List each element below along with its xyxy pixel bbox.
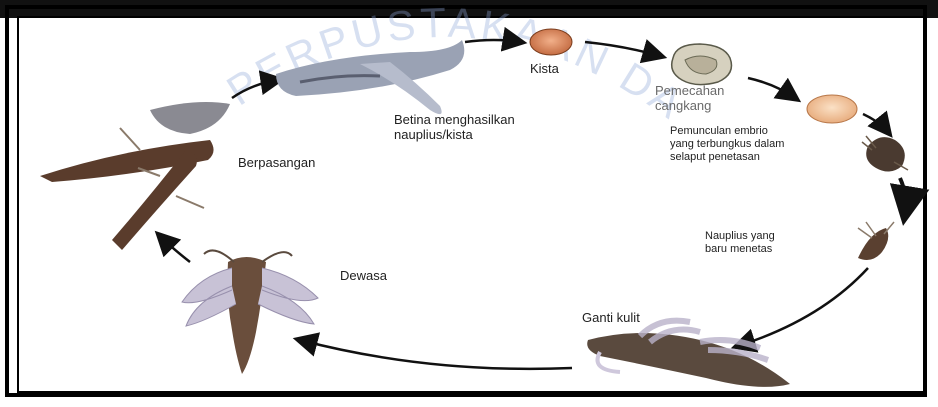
label-shell-breaking: Pemecahan cangkang — [655, 83, 724, 113]
label-nauplius: Nauplius yang baru menetas — [705, 230, 775, 256]
label-adult: Dewasa — [340, 268, 387, 283]
arrow-cyst-to-shell — [585, 42, 660, 56]
shell-breaking-image — [672, 44, 732, 85]
arrow-nauplius-to-molt — [738, 268, 868, 346]
cycle-arrows — [160, 40, 906, 369]
arrow-embryo-to-hatch — [863, 114, 888, 132]
arrow-female-to-cyst — [465, 40, 520, 42]
label-embryo: Pemunculan embrio yang terbungkus dalam … — [670, 125, 784, 164]
cyst-image — [530, 29, 572, 55]
arrow-mating-to-female — [232, 80, 278, 98]
molting-shrimp-image — [587, 321, 790, 387]
embryo-membrane-image — [807, 95, 857, 123]
arrow-molt-to-adult — [300, 340, 572, 369]
label-female: Betina menghasilkan nauplius/kista — [394, 112, 515, 142]
arrow-adult-to-mating — [160, 236, 190, 262]
nauplius-image — [858, 222, 894, 260]
female-shrimp-image — [276, 40, 464, 114]
hatching-embryo-image — [862, 136, 908, 172]
arrow-hatch-to-nauplius — [900, 178, 906, 214]
adult-shrimp-image — [182, 250, 318, 374]
label-cyst: Kista — [530, 61, 559, 76]
label-mating: Berpasangan — [238, 155, 315, 170]
mating-pair-image — [40, 102, 230, 250]
label-molt: Ganti kulit — [582, 310, 640, 325]
arrow-shell-to-embryo — [748, 78, 795, 98]
